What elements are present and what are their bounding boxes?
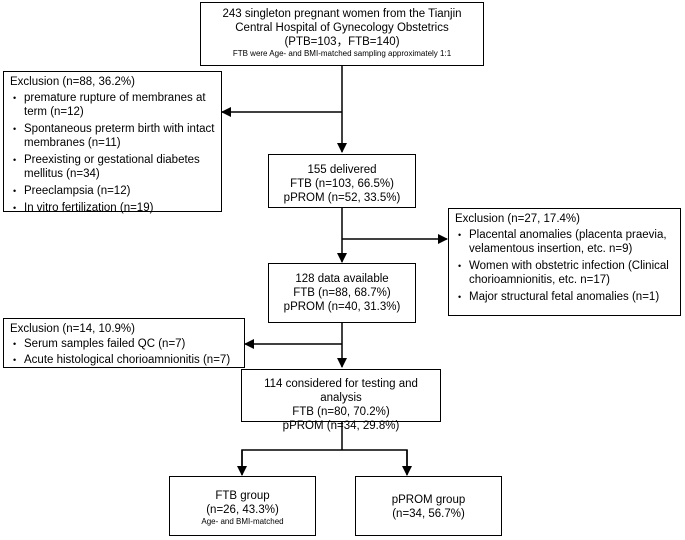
available-box: 128 data available FTB (n=88, 68.7%) pPR…: [268, 263, 416, 323]
exclusion-3-item: Acute histological chorioamnionitis (n=7…: [8, 353, 240, 367]
exclusion-3-item: Serum samples failed QC (n=7): [8, 337, 240, 351]
delivered-line-3: pPROM (n=52, 33.5%): [283, 192, 401, 204]
enrollment-line-2: Central Hospital of Gynecology Obstetric…: [235, 22, 449, 34]
split-connector: [241, 449, 408, 474]
exclusion-2-title: Exclusion (n=27, 17.4%): [455, 213, 580, 225]
enrollment-box: 243 singleton pregnant women from the Ti…: [200, 2, 484, 66]
pprom-group-count: (n=34, 56.7%): [392, 508, 465, 520]
exclusion-1-title: Exclusion (n=88, 36.2%): [10, 76, 135, 88]
exclusion-2-item: Women with obstetric infection (Clinical…: [453, 259, 676, 287]
exclusion-1-item: In vitro fertilization (n=19): [8, 201, 217, 215]
ftb-group-note: Age- and BMI-matched: [201, 517, 284, 526]
ftb-group-count: (n=26, 43.3%): [206, 504, 279, 516]
exclusion-2-item: Placental anomalies (placenta praevia, v…: [453, 228, 676, 256]
delivered-box: 155 delivered FTB (n=103, 66.5%) pPROM (…: [268, 154, 416, 208]
delivered-line-2: FTB (n=103, 66.5%): [290, 178, 394, 190]
available-line-3: pPROM (n=40, 31.3%): [283, 301, 401, 313]
available-line-1: 128 data available: [295, 273, 389, 285]
exclusion-2-item: Major structural fetal anomalies (n=1): [453, 290, 676, 304]
exclusion-1-item: premature rupture of membranes at term (…: [8, 91, 217, 119]
enrollment-note: FTB were Age- and BMI-matched sampling a…: [232, 49, 452, 58]
analysis-line-2: FTB (n=80, 70.2%): [292, 406, 390, 418]
exclusion-3-title: Exclusion (n=14, 10.9%): [10, 323, 135, 335]
pprom-group-box: pPROM group (n=34, 56.7%): [355, 476, 502, 536]
pprom-group-title: pPROM group: [391, 494, 466, 506]
ftb-group-box: FTB group (n=26, 43.3%) Age- and BMI-mat…: [169, 476, 316, 536]
exclusion-box-1: Exclusion (n=88, 36.2%) premature ruptur…: [3, 71, 222, 215]
exclusion-1-item: Preexisting or gestational diabetes mell…: [8, 153, 217, 181]
analysis-line-1: 114 considered for testing and analysis: [264, 378, 418, 404]
ftb-group-title: FTB group: [215, 490, 270, 502]
enrollment-line-1: 243 singleton pregnant women from the Ti…: [222, 8, 462, 20]
analysis-box: 114 considered for testing and analysis …: [241, 369, 441, 432]
enrollment-line-3: (PTB=103，FTB=140): [284, 36, 400, 48]
delivered-line-1: 155 delivered: [307, 164, 377, 176]
exclusion-box-3: Exclusion (n=14, 10.9%) Serum samples fa…: [3, 318, 245, 368]
exclusion-box-2: Exclusion (n=27, 17.4%) Placental anomal…: [448, 208, 681, 316]
available-line-2: FTB (n=88, 68.7%): [293, 287, 391, 299]
exclusion-1-item: Preeclampsia (n=12): [8, 184, 217, 198]
exclusion-1-item: Spontaneous preterm birth with intact me…: [8, 122, 217, 150]
analysis-line-3: pPROM (n=34, 29.8%): [282, 420, 400, 432]
